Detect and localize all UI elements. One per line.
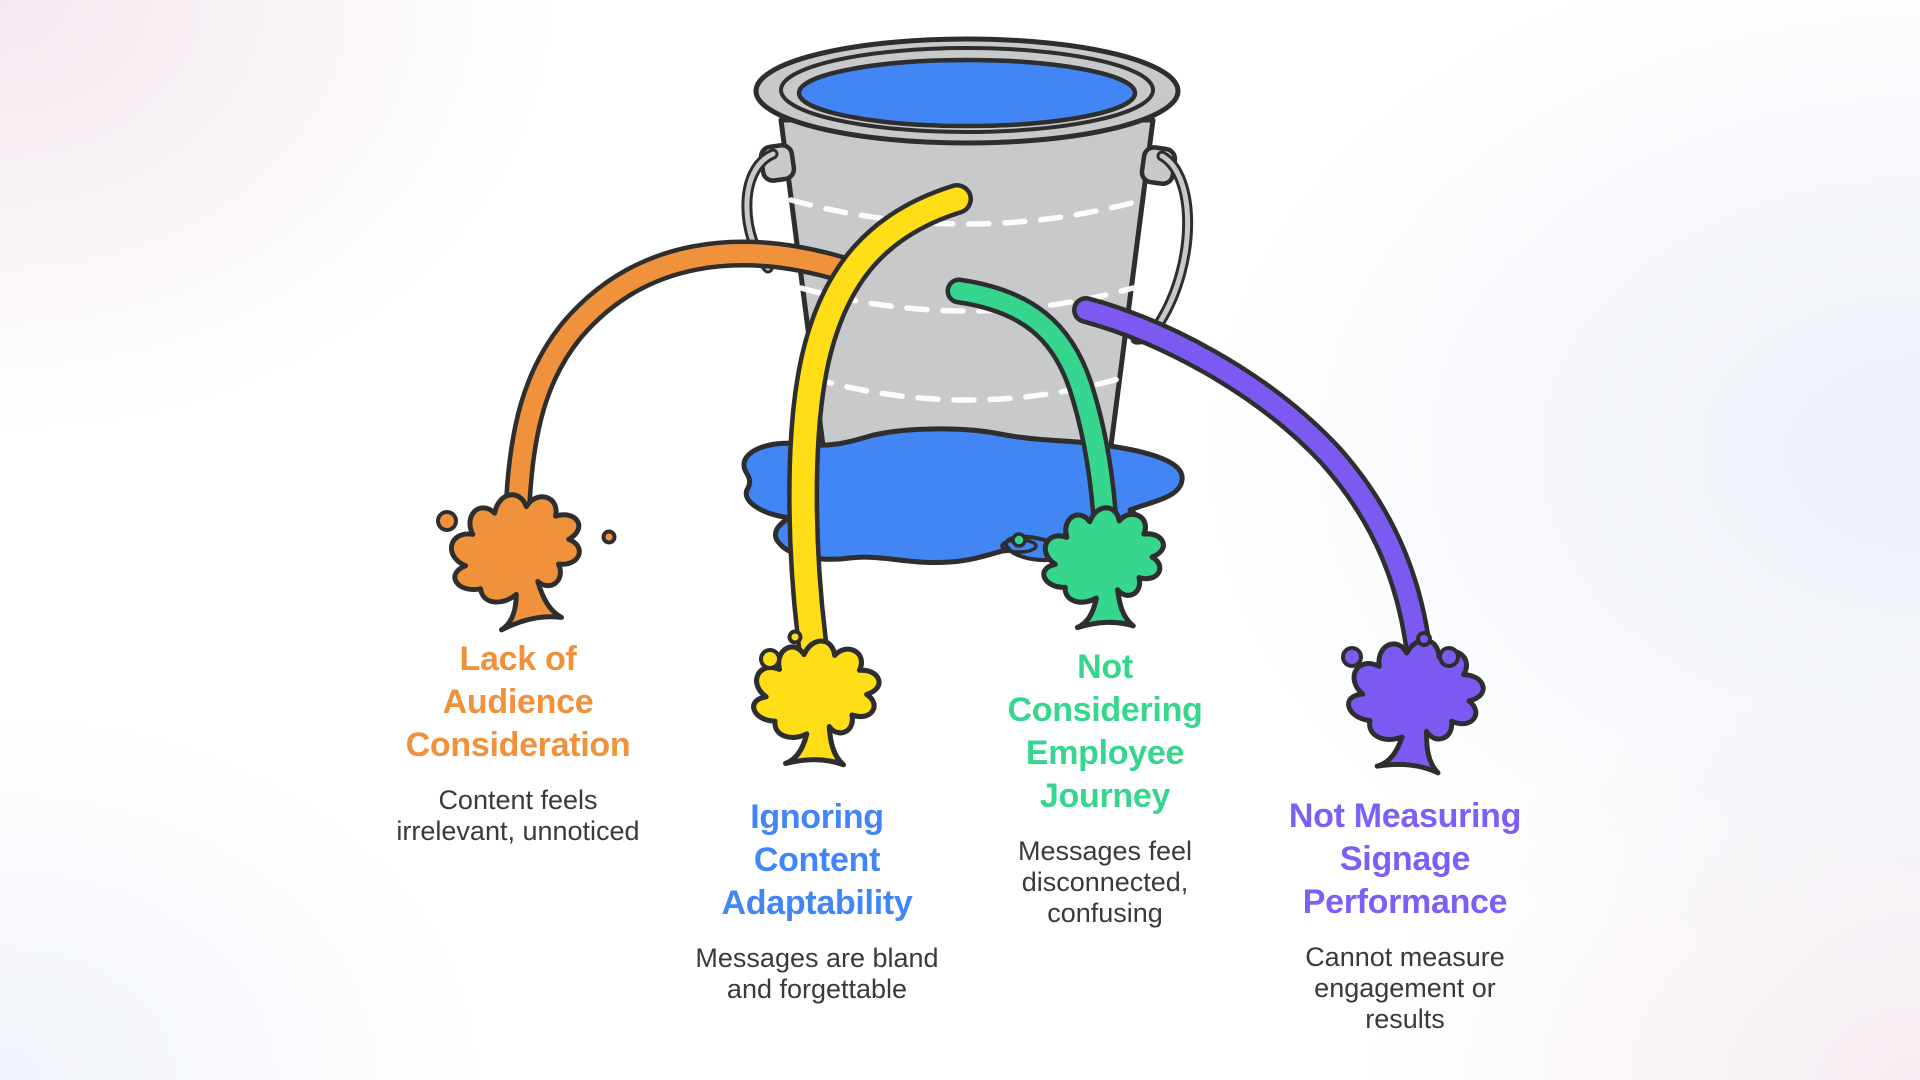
paint-droplet bbox=[759, 648, 781, 670]
cause-block-audience: Lack of Audience Consideration Content f… bbox=[358, 638, 678, 847]
paint-stream-purple bbox=[1072, 296, 1489, 779]
paint-stream-orange bbox=[436, 239, 859, 637]
paint-droplet bbox=[601, 529, 617, 545]
cause-description: Cannot measure engagement or results bbox=[1305, 942, 1505, 1034]
cause-title: Not Considering Employee Journey bbox=[1007, 648, 1203, 815]
paint-droplet bbox=[1438, 646, 1460, 668]
bucket-water-surface bbox=[796, 57, 1138, 129]
cause-title: Ignoring Content Adaptability bbox=[721, 798, 913, 922]
cause-description: Messages are bland and forgettable bbox=[695, 943, 939, 1004]
paint-stream-green bbox=[945, 277, 1163, 628]
paint-droplet bbox=[787, 629, 803, 645]
paint-splash-orange bbox=[442, 484, 594, 636]
paint-droplet bbox=[1341, 646, 1363, 668]
cause-block-performance: Not Measuring Signage Performance Cannot… bbox=[1245, 795, 1565, 1035]
paint-droplet bbox=[1416, 631, 1432, 647]
paint-droplet bbox=[436, 510, 458, 532]
paint-splash-purple bbox=[1341, 631, 1489, 779]
cause-description: Messages feel disconnected, confusing bbox=[1017, 836, 1193, 928]
cause-title: Lack of Audience Consideration bbox=[405, 640, 631, 764]
cause-block-journey: Not Considering Employee Journey Message… bbox=[945, 646, 1265, 929]
paint-droplet bbox=[1011, 532, 1027, 548]
cause-description: Content feels irrelevant, unnoticed bbox=[396, 785, 640, 846]
cause-title: Not Measuring Signage Performance bbox=[1288, 797, 1522, 921]
paint-stream-yellow bbox=[751, 183, 973, 768]
cause-block-adaptability: Ignoring Content Adaptability Messages a… bbox=[657, 796, 977, 1005]
